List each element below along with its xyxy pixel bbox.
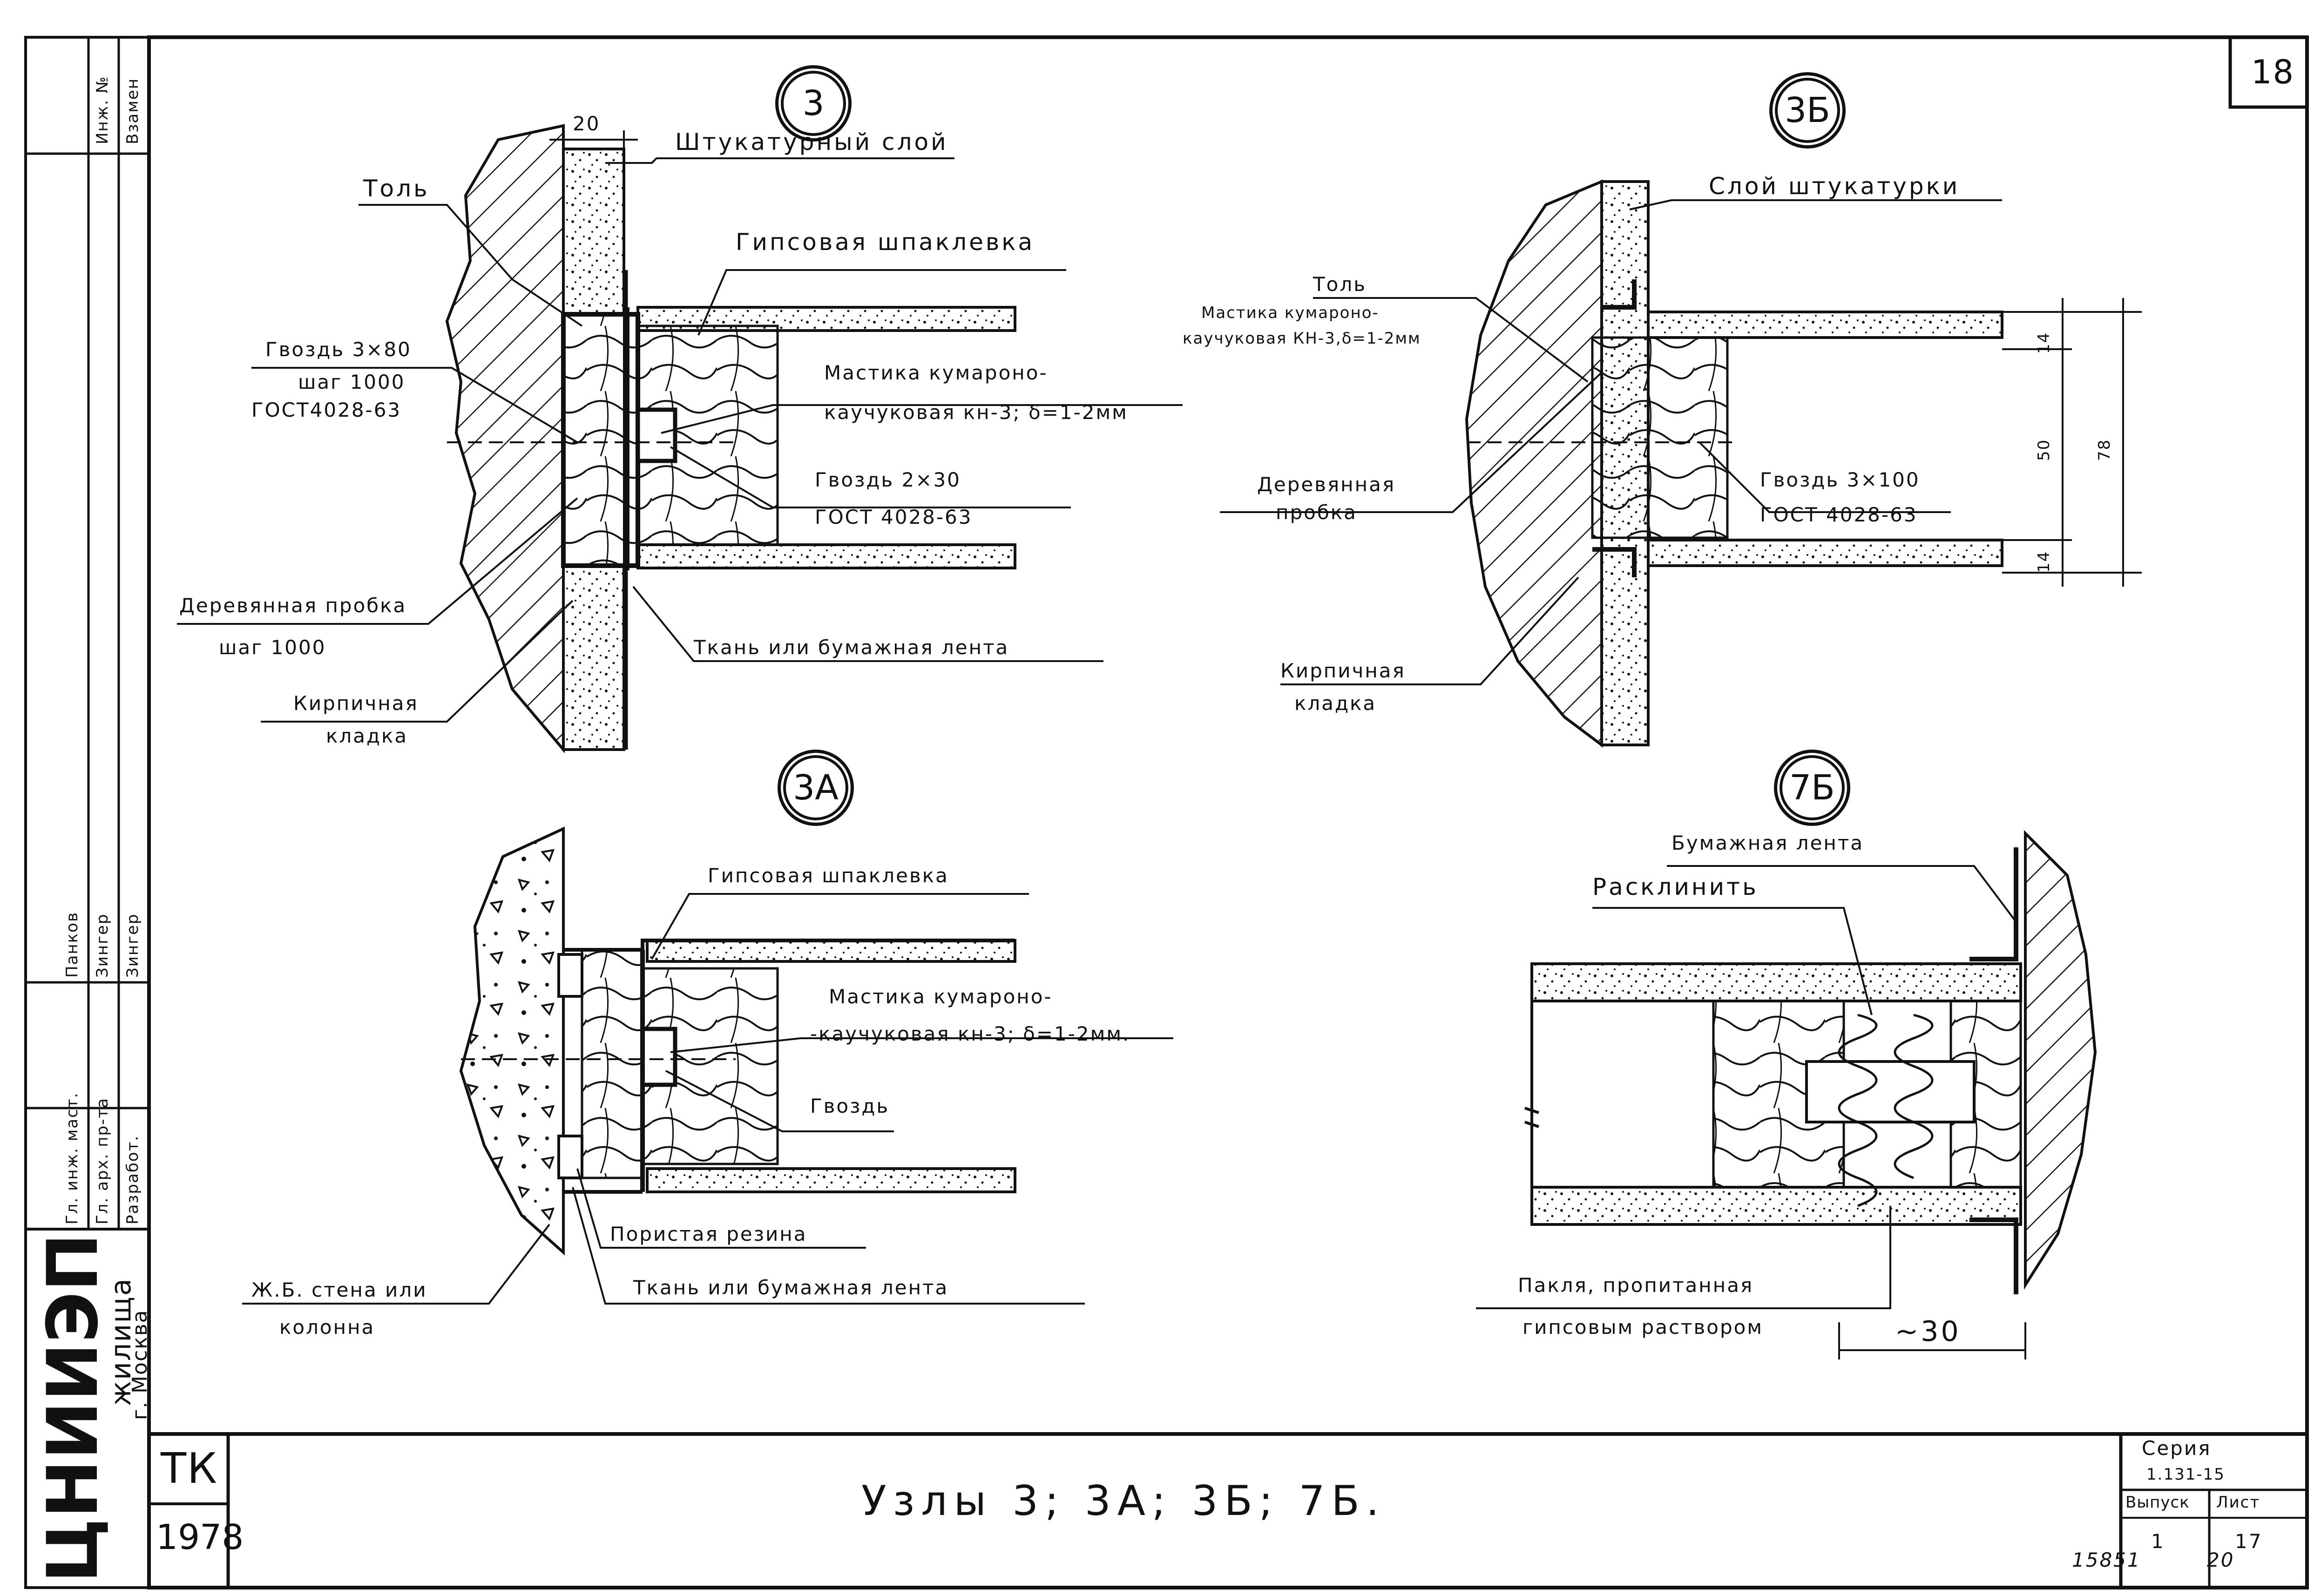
- issue-label: Выпуск: [2125, 1493, 2190, 1512]
- node-3-nail1-label-c: ГОСТ4028-63: [251, 399, 402, 421]
- node-3a-rubber-label: Пористая резина: [610, 1223, 807, 1245]
- left-strip-label-3: Зингер: [93, 913, 112, 978]
- node-3b-dim-78: 78: [2095, 439, 2114, 461]
- node-7b-wedge-label: Расклинить: [1592, 873, 1759, 900]
- node-3b-marker: 3Б: [1769, 72, 1846, 149]
- title-block-year: 1978: [156, 1517, 244, 1557]
- node-3a-gypsum-putty-label: Гипсовая шпаклевка: [708, 864, 949, 887]
- node-3b-brick-label-a: Кирпичная: [1280, 659, 1406, 682]
- node-3-plug-label-b: шаг 1000: [219, 636, 326, 659]
- page-number-box: [2228, 35, 2309, 109]
- node-7b-dim-label: ~30: [1895, 1315, 1961, 1348]
- node-3-detail: [177, 124, 1183, 754]
- org-city: г. Москва: [128, 1309, 152, 1420]
- node-3b-mastic-label-b: каучуковая КН-3,δ=1-2мм: [1183, 329, 1421, 348]
- node-3-gypsum-putty-label: Гипсовая шпаклевка: [736, 229, 1035, 256]
- left-strip-label-4: Зингер: [123, 913, 142, 978]
- node-7b-tow-label-b: гипсовым раствором: [1523, 1316, 1764, 1339]
- node-3-tape-label: Ткань или бумажная лента: [694, 636, 1009, 659]
- title-block-code: ТК: [161, 1444, 218, 1493]
- node-7b-detail: [1476, 830, 2097, 1359]
- left-strip-label-0: Взамен: [123, 77, 142, 144]
- node-7b-tow-label-a: Пакля, пропитанная: [1518, 1274, 1754, 1297]
- node-3b-mastic-label-a: Мастика кумароно-: [1201, 304, 1379, 322]
- left-strip-label-1: Инж. №: [93, 75, 112, 144]
- node-3-marker: 3: [775, 65, 852, 142]
- node-3a-mastic-label-a: Мастика кумароно-: [829, 985, 1053, 1008]
- page-number: 18: [2251, 53, 2295, 91]
- sheet-label: Лист: [2216, 1493, 2260, 1512]
- node-3-plug-label-a: Деревянная пробка: [179, 594, 407, 617]
- node-3b-tol-label: Толь: [1313, 273, 1367, 296]
- series-label: Серия: [2142, 1437, 2212, 1460]
- issue-value: 1: [2151, 1530, 2165, 1553]
- node-3-mastic-label-b: каучуковая кн-3; δ=1-2мм: [824, 401, 1128, 424]
- node-3-nail1-label-b: шаг 1000: [298, 371, 406, 393]
- node-3-brick-label-a: Кирпичная: [293, 692, 419, 715]
- sheet-value: 17: [2235, 1530, 2263, 1553]
- node-3a-marker: 3А: [778, 750, 854, 826]
- left-strip-label-2: Панков: [63, 911, 81, 978]
- node-3a-nail-label: Гвоздь: [810, 1095, 890, 1117]
- node-3-nail2-label-b: ГОСТ 4028-63: [815, 506, 973, 528]
- node-3-nail1-label-a: Гвоздь 3×80: [265, 338, 412, 361]
- series-value: 1.131-15: [2146, 1465, 2225, 1484]
- node-3-mastic-label-a: Мастика кумароно-: [824, 361, 1048, 384]
- drawing-title: Узлы 3; 3А; 3Б; 7Б.: [861, 1477, 1386, 1525]
- node-3b-plug-label-b: пробка: [1276, 501, 1357, 524]
- left-strip-label-6: Гл. арх. пр-та: [93, 1097, 112, 1224]
- node-3b-dim-14a: 14: [2035, 331, 2053, 354]
- node-3b-plaster-label: Слой штукатурки: [1709, 173, 1960, 200]
- node-3-tol-label: Толь: [363, 175, 430, 202]
- node-3b-detail: [1220, 179, 2142, 748]
- node-3b-dim-50: 50: [2035, 439, 2053, 461]
- node-3b-plug-label-a: Деревянная: [1257, 473, 1396, 496]
- node-3b-brick-label-b: кладка: [1294, 692, 1377, 715]
- bottom-note-left: 15851: [2072, 1549, 2141, 1571]
- node-7b-paper-tape-label: Бумажная лента: [1671, 832, 1864, 854]
- node-3-plaster-layer-label: Штукатурный слой: [675, 128, 948, 156]
- node-3a-wall-label-b: колонна: [279, 1316, 375, 1339]
- org-logo: ЦНИИЭП: [33, 1233, 114, 1583]
- node-7b-marker: 7Б: [1774, 750, 1850, 826]
- node-3a-detail: [242, 826, 1173, 1305]
- left-strip-label-5: Гл. инж. маст.: [63, 1092, 81, 1224]
- node-3a-wall-label-a: Ж.Б. стена или: [251, 1278, 427, 1301]
- node-3b-nail-label-a: Гвоздь 3×100: [1760, 468, 1920, 491]
- bottom-note-right: 20: [2207, 1549, 2235, 1571]
- node-3b-dim-14b: 14: [2035, 550, 2053, 573]
- node-3a-mastic-label-b: -каучуковая кн-3; δ=1-2мм.: [810, 1022, 1130, 1045]
- node-3a-tape-label: Ткань или бумажная лента: [633, 1276, 949, 1299]
- node-3-brick-label-b: кладка: [326, 724, 408, 747]
- node-3-nail2-label-a: Гвоздь 2×30: [815, 468, 961, 491]
- left-strip-label-7: Разработ.: [123, 1135, 142, 1224]
- node-3b-nail-label-b: ГОСТ 4028-63: [1760, 503, 1918, 526]
- node-3-dim-label: 20: [573, 112, 601, 135]
